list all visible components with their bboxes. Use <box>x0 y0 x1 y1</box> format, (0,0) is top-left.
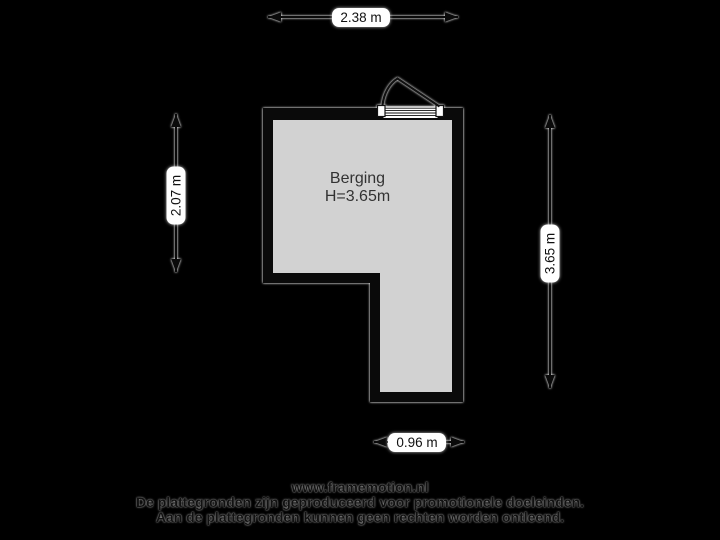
arrowhead-left-icon <box>268 12 281 22</box>
footer-disclaimer-2: Aan de plattegronden kunnen geen rechten… <box>155 509 565 525</box>
room-label: Berging H=3.65m <box>280 170 435 206</box>
dim-label-top: 2.38 m <box>332 8 390 27</box>
arrowhead-left-icon <box>374 437 387 447</box>
arrowhead-down-icon <box>171 259 181 272</box>
footer-disclaimer-1: De plattegronden zijn geproduceerd voor … <box>135 494 585 510</box>
door-jamb-left <box>376 104 386 118</box>
door-jamb-right <box>435 104 445 118</box>
footer-website: www.framemotion.nl <box>291 479 429 495</box>
door-opening <box>383 106 438 118</box>
arrowhead-up-icon <box>545 115 555 128</box>
door-swing-arc <box>381 77 441 108</box>
room-height: H=3.65m <box>324 188 391 205</box>
dim-label-right: 3.65 m <box>540 224 560 283</box>
room-floor <box>273 120 452 392</box>
arrowhead-right-icon <box>451 437 464 447</box>
arrowhead-right-icon <box>445 12 458 22</box>
room-name: Berging <box>329 170 386 187</box>
arrowhead-down-icon <box>545 375 555 388</box>
room-berging <box>263 77 463 402</box>
dim-label-bottom: 0.96 m <box>388 433 446 452</box>
dim-label-left: 2.07 m <box>166 166 186 225</box>
arrowhead-up-icon <box>171 114 181 127</box>
footer: www.framemotion.nl De plattegronden zijn… <box>0 480 720 525</box>
door-swing-icon <box>376 77 445 118</box>
